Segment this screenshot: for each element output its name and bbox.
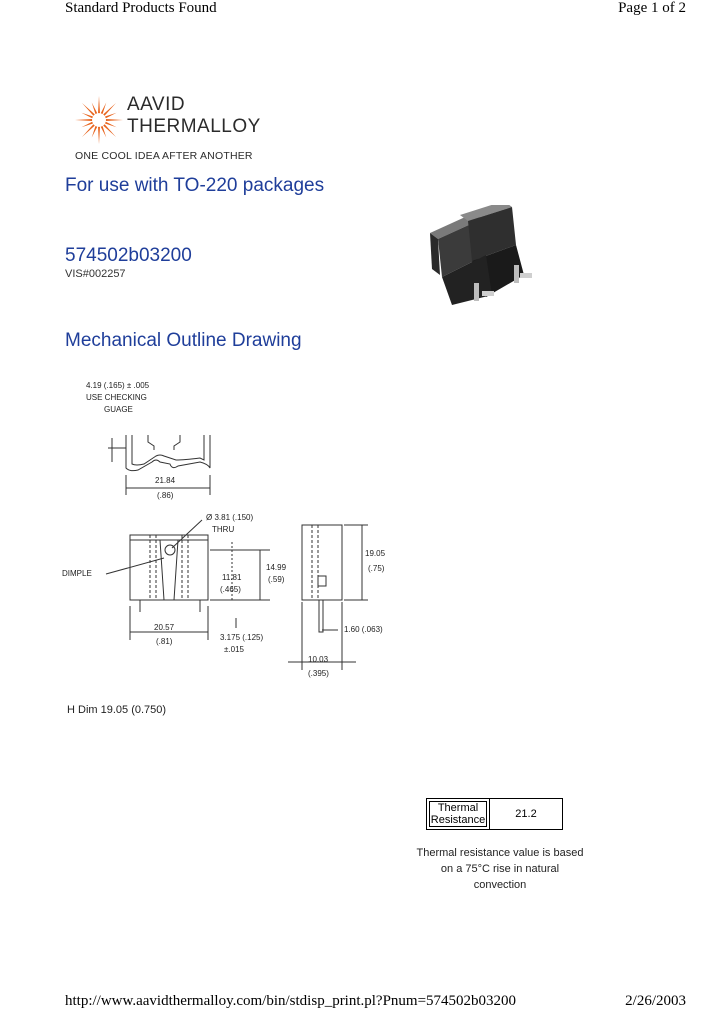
logo-ray — [91, 102, 98, 114]
dim-check-note-2: USE CHECKING — [86, 393, 147, 402]
logo-word-aavid: AAVID — [127, 94, 186, 115]
logo-ray — [81, 121, 93, 128]
logo-ray — [103, 103, 116, 116]
footer-url: http://www.aavidthermalloy.com/bin/stdis… — [65, 993, 517, 1009]
sunburst-logo-icon — [75, 96, 123, 144]
dim-base-in: (.81) — [156, 637, 173, 646]
dim-base-mm: 20.57 — [154, 623, 175, 632]
dim-side-w-mm: 10.03 — [308, 655, 329, 664]
dimple-label: DIMPLE — [62, 569, 92, 578]
logo-ray — [91, 126, 98, 138]
thermal-resistance-label-cell: Thermal Resistance — [426, 798, 490, 830]
footer-date: 2/26/2003 — [625, 993, 686, 1009]
logo-ray — [81, 112, 93, 119]
dim-pin-tolerance: ±.015 — [224, 645, 245, 654]
dim-pin-width: 1.60 (.063) — [344, 625, 383, 634]
dim-h1-in: (.465) — [220, 585, 241, 594]
logo-word-thermalloy: THERMALLOY — [127, 116, 261, 137]
dim-side-w-in: (.395) — [308, 669, 329, 678]
dim-check-note-1: 4.19 (.165) ± .005 — [86, 381, 150, 390]
logo-ray — [100, 102, 107, 114]
mechanical-outline-drawing: 4.19 (.165) ± .005 USE CHECKING GUAGE 21… — [62, 381, 386, 678]
dim-pin-spacing: 3.175 (.125) — [220, 633, 263, 642]
dim-width-in: (.86) — [157, 491, 174, 500]
page-header-title: Standard Products Found — [65, 0, 217, 16]
part-number: 574502b03200 — [65, 245, 192, 266]
logo-ray — [105, 121, 117, 128]
page-number: Page 1 of 2 — [618, 0, 686, 16]
mechanical-drawing-heading: Mechanical Outline Drawing — [65, 330, 302, 351]
table-row: Thermal Resistance 21.2 — [426, 798, 563, 830]
dim-side-h-mm: 19.05 — [365, 549, 386, 558]
thermal-label-line-1: Thermal — [437, 802, 479, 814]
dim-h2-in: (.59) — [268, 575, 285, 584]
dim-hole: Ø 3.81 (.150) — [206, 513, 253, 522]
thermal-resistance-table: Thermal Resistance 21.2 — [426, 798, 563, 830]
logo-tagline: ONE COOL IDEA AFTER ANOTHER — [75, 150, 253, 162]
dim-width-mm: 21.84 — [155, 476, 176, 485]
h-dimension-note: H Dim 19.05 (0.750) — [67, 704, 167, 716]
dim-h2-mm: 14.99 — [266, 563, 287, 572]
logo-ray — [82, 103, 95, 116]
aavid-thermalloy-logo: AAVID THERMALLOY ONE COOL IDEA AFTER ANO… — [75, 90, 275, 165]
package-usage-heading: For use with TO-220 packages — [65, 175, 325, 196]
logo-ray — [105, 119, 123, 121]
thermal-resistance-value: 21.2 — [489, 798, 563, 830]
logo-ray — [75, 119, 93, 121]
logo-ray — [82, 124, 95, 137]
dim-h1-mm: 11.81 — [222, 573, 242, 582]
dim-check-note-3: GUAGE — [104, 405, 133, 414]
logo-ray — [98, 126, 100, 144]
thermal-resistance-note: Thermal resistance value is based on a 7… — [416, 847, 584, 891]
logo-ray — [103, 124, 116, 137]
logo-ray — [105, 112, 117, 119]
thermal-label-line-2: Resistance — [430, 814, 486, 826]
logo-ray — [100, 126, 107, 138]
vis-number: VIS#002257 — [65, 268, 126, 280]
dim-side-h-in: (.75) — [368, 564, 385, 573]
logo-ray — [98, 96, 100, 114]
dim-hole-thru: THRU — [212, 525, 234, 534]
heatsink-photo — [430, 205, 532, 305]
